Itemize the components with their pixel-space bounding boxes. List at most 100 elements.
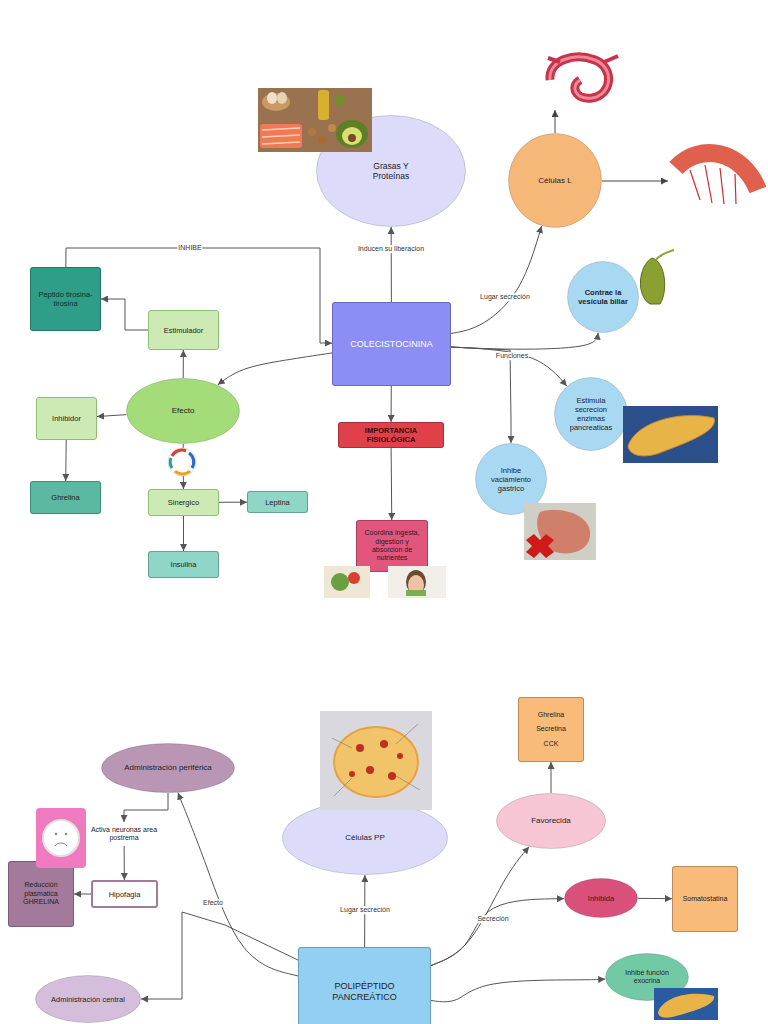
gallbladder	[640, 258, 664, 304]
node-text: Estimulador	[164, 326, 204, 335]
node-text: Insulina	[171, 560, 197, 569]
concept-box: Hipofagia	[91, 880, 158, 908]
connector-arrow	[124, 793, 168, 822]
photo-background	[623, 406, 718, 463]
cell	[356, 744, 364, 752]
basket	[262, 93, 290, 111]
connector-arrow	[431, 979, 605, 1002]
icon-arc	[189, 453, 194, 468]
node-text: Sinergico	[168, 498, 199, 507]
connector-arrow	[65, 440, 67, 481]
stomach-illustration	[524, 503, 596, 560]
concept-box: Estimulador	[148, 310, 219, 350]
icon-arc	[172, 450, 186, 456]
node-text: IMPORTANCIA FISIOLÓGICA	[341, 426, 441, 444]
node-text: Peptido tirosina-tirosina	[33, 290, 98, 308]
node-text: Contrae la vesícula biliar	[574, 288, 632, 306]
connector-arrow	[451, 347, 511, 443]
edge-label: INHIBE	[177, 244, 202, 252]
connector-arrow	[391, 227, 392, 302]
pancreas-illustration	[654, 988, 718, 1020]
icon-background	[168, 448, 196, 476]
node-text: POLIPÉPTIDO PANCREÁTICO	[319, 981, 410, 1003]
node-text: Ghrelina	[538, 711, 564, 719]
blood-vessels	[690, 165, 736, 204]
node-text: Coordina ingesta, digestion y absorcion …	[360, 529, 424, 563]
plain-text-node: Activa neuronas area postrema	[86, 822, 162, 846]
intestine-tube	[676, 153, 758, 190]
node-outline	[555, 378, 628, 451]
edge-label: Secreción	[476, 915, 509, 923]
concept-box: Leptina	[247, 491, 308, 513]
cell	[380, 740, 388, 748]
node-outline	[476, 444, 547, 515]
connector-arrow	[218, 353, 332, 385]
concept-ellipse: Efecto	[126, 378, 240, 444]
avocado-seed	[348, 134, 356, 142]
islet	[334, 727, 418, 797]
plate-icon	[36, 808, 86, 868]
eye	[65, 833, 68, 836]
edge-label: Funciones	[495, 352, 529, 360]
pancreas	[658, 994, 714, 1018]
central-box: COLECISTOCININA	[332, 302, 451, 386]
edge-label: Lugar secreción	[479, 293, 531, 301]
plate	[43, 820, 79, 856]
node-text: Células PP	[345, 833, 385, 843]
edge-label: Inducen su liberacion	[357, 245, 425, 253]
cell-ellipse: Células PP	[282, 801, 448, 875]
node-text: Activa neuronas area postrema	[86, 826, 162, 843]
icon-arc	[175, 471, 190, 474]
node-text: CCK	[544, 740, 559, 748]
connector-arrow	[183, 516, 184, 551]
function-circle: Inhibe vaciamiento gastrico	[475, 443, 547, 515]
salad	[331, 573, 349, 591]
bile-duct	[656, 250, 674, 260]
photo-background	[654, 988, 718, 1020]
concept-ellipse: Favorecida	[496, 793, 606, 849]
node-outline	[36, 976, 141, 1023]
stimulus-ellipse: Grasas Y Proteínas	[316, 115, 466, 227]
pancreas	[628, 416, 714, 456]
node-outline	[283, 802, 448, 875]
cell	[366, 766, 374, 774]
synergy-icon	[168, 448, 196, 476]
function-circle: Estimula secrecion enzimas pancreaticas	[554, 377, 628, 451]
cell	[349, 771, 355, 777]
hormone-box: Somatostatina	[672, 866, 738, 932]
oil-bottle	[318, 90, 329, 120]
icon-arc	[170, 458, 172, 468]
connector-arrow	[178, 793, 298, 976]
concept-ellipse: Administración periférica	[101, 743, 235, 793]
concept-ellipse: Inhibida	[564, 878, 638, 918]
cell	[397, 753, 403, 759]
intestine-ends	[548, 56, 618, 62]
photo-background	[324, 566, 370, 598]
node-text: Inhibida	[588, 894, 614, 903]
node-text: Favorecida	[531, 816, 571, 826]
connector-arrow	[391, 386, 392, 422]
face	[408, 575, 424, 595]
concept-box: Peptido tirosina-tirosina	[30, 267, 101, 331]
node-text: Inhibidor	[52, 414, 81, 423]
concept-box: Inhibidor	[36, 397, 97, 440]
connector-arrow	[97, 415, 126, 417]
food-photo	[258, 88, 372, 152]
salmon-stripes	[262, 128, 300, 144]
edge-label: Lugar secreción	[339, 906, 391, 914]
central-box: POLIPÉPTIDO PANCREÁTICO	[298, 947, 431, 1024]
leader-arrow	[555, 110, 556, 133]
egg	[277, 92, 287, 104]
nut	[308, 128, 316, 136]
sad-mouth	[55, 843, 67, 846]
connector-arrow	[183, 444, 184, 489]
node-text: Ghrelina	[51, 493, 79, 502]
node-text: Administración periférica	[124, 763, 212, 773]
node-text: Efecto	[172, 406, 195, 416]
food	[406, 590, 426, 596]
connector-arrow	[451, 333, 598, 350]
gallbladder-illustration	[640, 250, 674, 304]
node-text: COLECISTOCININA	[350, 339, 432, 350]
intestine-highlight	[550, 57, 609, 98]
